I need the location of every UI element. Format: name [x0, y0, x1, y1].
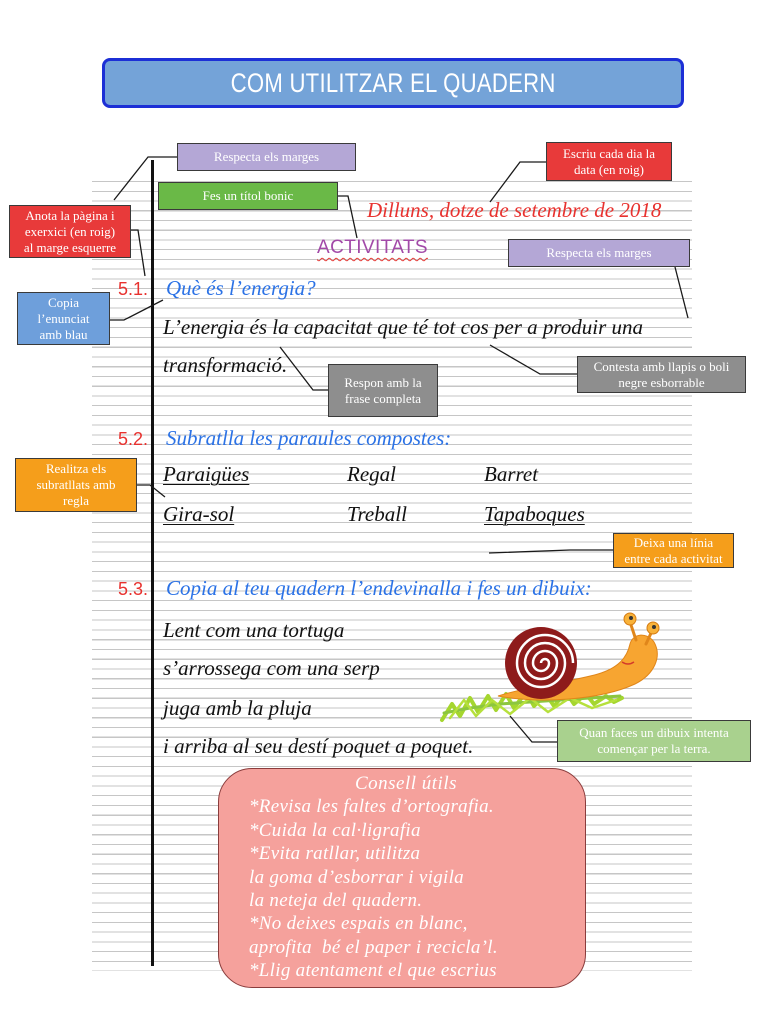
compound-word: Gira-sol: [163, 502, 235, 526]
riddle-line: Lent com una tortuga: [163, 618, 345, 642]
grass-stroke: [448, 696, 618, 720]
snail-mouth: [621, 661, 635, 665]
compound-word: Tapaboques: [484, 502, 585, 526]
callout-text: amb blau: [39, 326, 88, 342]
callout-text: Quan faces un dibuix intenta: [579, 725, 729, 740]
callout-title-tip: Fes un títol bonic: [158, 182, 338, 210]
tip-line: *Revisa les faltes d’ortografia.: [249, 796, 494, 818]
date-line: Dilluns, dotze de setembre de 2018: [367, 198, 662, 222]
word: Regal: [347, 462, 396, 486]
tip-line: *Evita ratllar, utilitza: [249, 843, 421, 865]
riddle-line: i arriba al seu destí poquet a poquet.: [163, 734, 474, 758]
exercise-number: 5.3.: [118, 579, 149, 599]
callout-text: frase completa: [344, 390, 422, 406]
callout-text: negre esborrable: [618, 374, 705, 390]
exercise-statement: Copia al teu quadern l’endevinalla i fes…: [166, 576, 592, 600]
callout-text: Respon amb la: [344, 374, 422, 390]
answer-line: transformació.: [163, 353, 288, 377]
callout-text: Respecta els marges: [213, 149, 320, 164]
callout-text: regla: [63, 493, 89, 508]
callout-text: Deixa una línia: [633, 534, 714, 550]
callout-ruler-tip: Realitza els subratllats amb regla: [15, 458, 137, 512]
callout-respect-margins-top: Respecta els marges: [177, 143, 356, 171]
callout-text: Contesta amb llapis o boli: [593, 358, 730, 374]
tip-line: *No deixes espais en blanc,: [249, 913, 468, 935]
callout-text: Respecta els marges: [546, 245, 652, 260]
callout-skip-line-tip: Deixa una línia entre cada activitat: [613, 533, 734, 568]
callout-date-tip: Escriu cada dia la data (en roig): [546, 142, 672, 181]
callout-page-number-tip: Anota la pàgina i exerxici (en roig) al …: [9, 205, 131, 258]
word: Treball: [347, 502, 407, 526]
activities-heading: ACTIVITATS: [317, 237, 428, 258]
margin-line: [151, 160, 154, 966]
callout-text: entre cada activitat: [624, 550, 723, 566]
snail-pupil: [652, 625, 656, 629]
tip-line: *Cuida la cal·ligrafia: [249, 819, 421, 841]
callout-drawing-tip: Quan faces un dibuix intenta començar pe…: [557, 720, 751, 762]
snail-drawing: [440, 612, 660, 722]
callout-text: Anota la pàgina i: [25, 207, 115, 223]
exercise-statement: Què és l’energia?: [166, 276, 316, 300]
word: Barret: [484, 462, 539, 486]
tip-line: la neteja del quadern.: [249, 890, 423, 912]
tip-line: *Llig atentament el que escrius: [249, 960, 497, 982]
riddle-line: juga amb la pluja: [163, 696, 312, 720]
callout-respect-margins-right: Respecta els marges: [508, 239, 690, 267]
riddle-line: s’arrossega com una serp: [163, 656, 380, 680]
callout-text: al marge esquerre: [23, 239, 117, 255]
answer-line: L’energia és la capacitat que té tot cos…: [163, 315, 644, 339]
callout-full-sentence-tip: Respon amb la frase completa: [328, 364, 438, 417]
callout-text: començar per la terra.: [597, 741, 711, 756]
compound-word: Paraigües: [163, 462, 250, 486]
callout-pencil-tip: Contesta amb llapis o boli negre esborra…: [577, 356, 746, 393]
tip-line: aprofita bé el paper i recicla’l.: [249, 936, 498, 958]
snail-body: [497, 634, 658, 701]
shell-spiral: [515, 633, 575, 689]
callout-text: exerxici (en roig): [24, 223, 116, 239]
callout-text: l’enunciat: [37, 310, 90, 326]
callout-copy-blue-tip: Copia l’enunciat amb blau: [17, 292, 110, 345]
snail-pupil: [629, 616, 633, 620]
page-title: COM UTILITZAR EL QUADERN: [230, 67, 556, 98]
page-title-banner: COM UTILITZAR EL QUADERN: [102, 58, 684, 108]
callout-text: data (en roig): [573, 161, 645, 177]
callout-text: subratllats amb: [36, 477, 116, 492]
callout-text: Fes un títol bonic: [202, 188, 294, 203]
exercise-number: 5.1.: [118, 279, 149, 299]
exercise-number: 5.2.: [118, 429, 149, 449]
exercise-statement: Subratlla les paraules compostes:: [166, 426, 452, 450]
tip-line: la goma d’esborrar i vigila: [249, 866, 464, 888]
callout-text: Escriu cada dia la: [562, 145, 656, 161]
tips-title: Consell útils: [354, 773, 458, 794]
tips-box: Consell útils *Revisa les faltes d’ortog…: [218, 768, 586, 988]
callout-text: Realitza els: [45, 461, 107, 476]
callout-text: Copia: [47, 294, 80, 310]
